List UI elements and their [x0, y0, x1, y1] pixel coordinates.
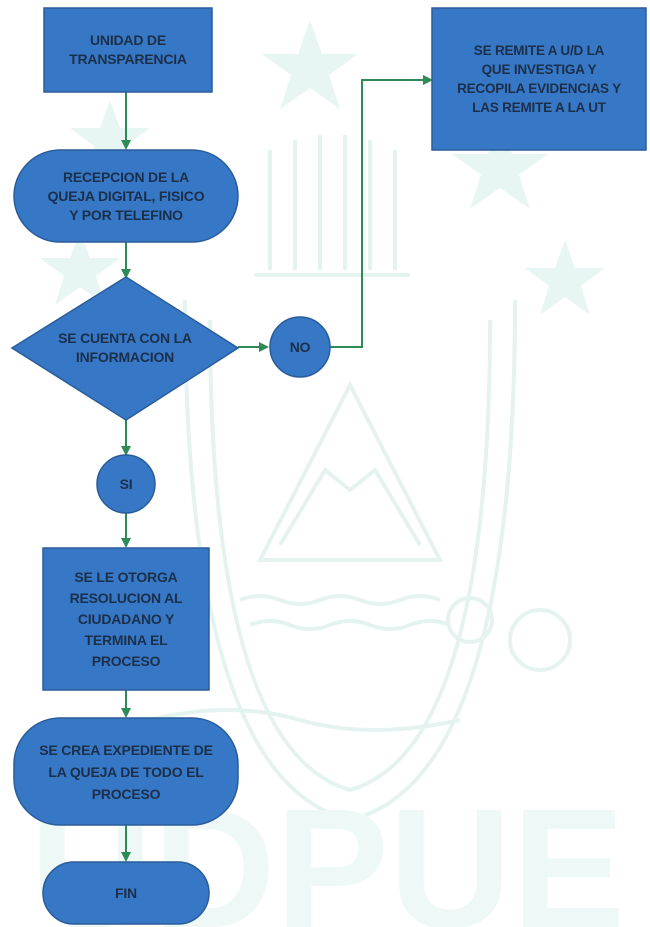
emblem-headdress	[255, 135, 410, 277]
node-si-label: SI	[119, 475, 133, 492]
node-recepcion-shape	[13, 149, 239, 243]
star-icon	[40, 230, 120, 305]
node-si-shape	[96, 454, 156, 514]
emblem-tree	[508, 608, 572, 672]
star-icon	[525, 240, 605, 315]
node-decision-shape	[10, 276, 240, 421]
emblem-waves	[249, 619, 451, 631]
node-expediente-shape	[13, 717, 239, 826]
node-resolucion-shape	[42, 547, 210, 691]
emblem-waves	[239, 594, 441, 606]
node-decision-label: SE CUENTA CON LA INFORMACION	[58, 330, 192, 365]
emblem-triangle	[256, 380, 444, 562]
node-no-shape	[269, 316, 331, 378]
arrow-no-remite	[330, 75, 433, 348]
node-resolucion-label: SE LE OTORGA RESOLUCION AL CIUDADANO Y T…	[69, 568, 183, 669]
node-remite-shape	[431, 7, 647, 151]
node-no-label: NO	[289, 338, 311, 355]
node-unidad-label: UNIDAD DE TRANSPARENCIA	[69, 32, 187, 67]
node-unidad-shape	[43, 7, 213, 93]
star-icon	[262, 20, 358, 109]
node-fin-shape	[42, 861, 210, 925]
emblem-ribbon	[149, 708, 461, 732]
emblem-tree	[446, 596, 494, 644]
emblem-shield-inner	[208, 319, 492, 793]
emblem-volcano	[278, 467, 422, 547]
watermark-emblem	[40, 20, 605, 823]
nodes	[10, 7, 647, 925]
connectors	[121, 75, 433, 862]
node-fin-label: FIN	[115, 884, 137, 901]
node-recepcion-label: RECEPCION DE LA QUEJA DIGITAL, FISICO Y …	[47, 168, 205, 223]
star-icon	[70, 100, 150, 175]
star-icon	[452, 120, 548, 209]
node-expediente-label: SE CREA EXPEDIENTE DE LA QUEJA DE TODO E…	[39, 741, 213, 802]
node-remite-label: SE REMITE A U/D LA QUE INVESTIGA Y RECOP…	[457, 43, 621, 115]
